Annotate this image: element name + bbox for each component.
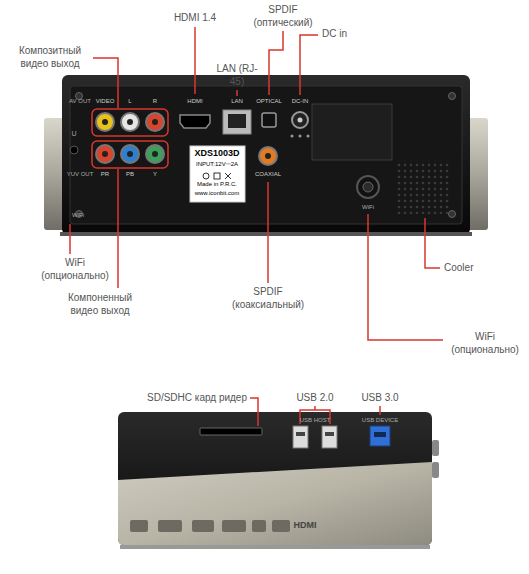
- hdmi-port: [180, 115, 210, 128]
- device-body: [118, 412, 432, 545]
- optical-port: [262, 113, 276, 127]
- device-print: PB: [126, 171, 134, 179]
- callout-label: SPDIF (коаксиальный): [226, 286, 311, 311]
- side-button: [432, 440, 439, 456]
- device-body: [62, 75, 470, 235]
- device-print: HDMI: [187, 98, 202, 106]
- rating-sticker: [190, 146, 245, 202]
- leader-line: [93, 58, 118, 108]
- leader-line: [425, 218, 440, 268]
- logo-mark: [192, 520, 214, 532]
- leader-line: [269, 31, 283, 95]
- rca-jack: [96, 113, 114, 131]
- device-print: OPTICAL: [256, 98, 282, 106]
- leader-line: [267, 182, 269, 283]
- cert-icon: [203, 173, 209, 179]
- device-print: INPUT:12V⎓2A: [196, 161, 238, 169]
- leader-line: [250, 398, 258, 426]
- base-line: [120, 545, 430, 549]
- device-print: DC-IN: [292, 98, 309, 106]
- device-print: L: [128, 98, 131, 106]
- rca-jack: [96, 145, 114, 163]
- base-line: [60, 232, 472, 236]
- callout-label: WiFi (опционально): [35, 257, 115, 282]
- device-print: Made in P.R.C.: [197, 181, 237, 189]
- device-print: USB DEVICE: [362, 417, 398, 425]
- usb-port: [293, 426, 308, 448]
- screw: [449, 93, 456, 100]
- leader-line: [300, 35, 318, 95]
- highlight-frame: [92, 109, 168, 136]
- device-print: USB HOST: [300, 417, 331, 425]
- callout-label: DC in: [322, 28, 347, 41]
- leader-line: [117, 169, 119, 288]
- leader-line: [379, 406, 381, 415]
- leader-bracket: [300, 406, 330, 424]
- side-button: [432, 462, 439, 478]
- callout-label: SD/SDHC кард ридер: [147, 392, 247, 405]
- device-print: HDMI: [294, 520, 317, 531]
- callout-label: SPDIF (оптический): [248, 4, 318, 29]
- device-print: Y: [153, 171, 157, 179]
- panel-inset: [70, 86, 462, 224]
- lan-port: [228, 114, 246, 128]
- leader-line: [69, 224, 71, 254]
- usb3-port: [370, 426, 390, 446]
- callout-label: USB 3.0: [361, 392, 398, 405]
- lan-port: [223, 110, 251, 134]
- coaxial-jack: [259, 147, 277, 165]
- leader-line: [368, 214, 443, 340]
- usb-port: [322, 426, 337, 448]
- card-slot: [200, 428, 262, 435]
- logo-mark: [252, 520, 266, 532]
- cooler-grille: [396, 160, 450, 214]
- logo-mark: [158, 520, 182, 532]
- device-print: WiFi: [362, 204, 374, 212]
- cert-icon: [225, 173, 231, 179]
- logo-mark: [222, 520, 246, 532]
- dc-jack: [292, 112, 308, 128]
- rca-jack: [146, 113, 164, 131]
- device-print: AV OUT: [69, 98, 91, 106]
- device-print: U: [71, 130, 76, 139]
- button-hole: [70, 146, 78, 154]
- cert-icon: [214, 173, 220, 179]
- leader-line: [194, 27, 196, 94]
- device-print: YUV OUT: [67, 171, 94, 179]
- rca-jack: [146, 145, 164, 163]
- highlight-frame: [92, 141, 168, 168]
- device-print: COAXIAL: [255, 171, 281, 179]
- device-print: VIDEO: [96, 98, 115, 106]
- device-print: PR: [101, 171, 109, 179]
- device-print: R: [153, 98, 157, 106]
- front-metal: [118, 462, 432, 545]
- rear-panel: [44, 75, 488, 236]
- callout-label: WiFi (опционально): [445, 331, 525, 356]
- callout-label: USB 2.0: [296, 392, 333, 405]
- panel-recess: [312, 104, 392, 160]
- front-view: [118, 412, 439, 549]
- device-print: WiFi: [72, 212, 84, 220]
- leader-line: [236, 90, 238, 96]
- rca-jack: [121, 145, 139, 163]
- rca-jack: [121, 113, 139, 131]
- callout-label: Композитный видео выход: [10, 45, 90, 70]
- antenna-socket: [357, 176, 379, 198]
- device-print: www.iconbit.com: [195, 190, 240, 198]
- logo-mark: [130, 520, 148, 532]
- callout-label: HDMI 1.4: [174, 12, 216, 25]
- callout-label: Cooler: [444, 262, 473, 275]
- callout-label: LAN (RJ-45): [215, 63, 260, 88]
- logo-mark: [272, 520, 290, 532]
- device-print: XDS1003D: [194, 148, 239, 159]
- device-print: LAN: [231, 98, 243, 106]
- callout-label: Компоненный видео выход: [60, 292, 140, 317]
